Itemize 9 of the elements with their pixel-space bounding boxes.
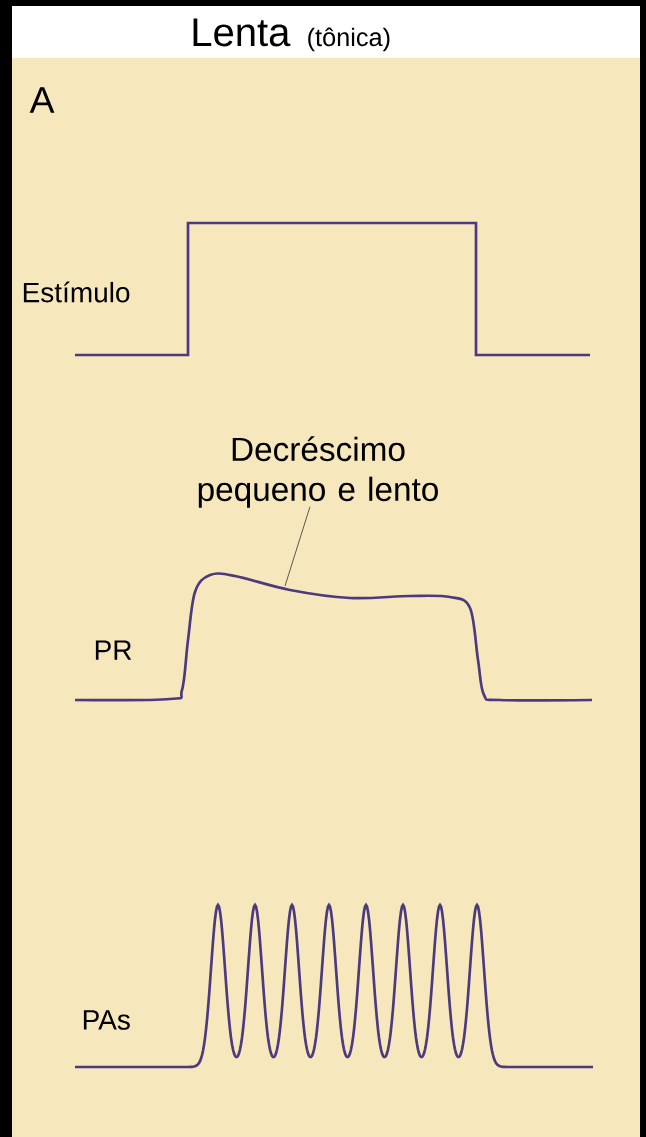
subtitle: (tônica) (308, 27, 390, 52)
receptor-potential-trace (75, 572, 593, 702)
leader-line (284, 506, 311, 587)
annotation-text: Decréscimo pequeno e lento (198, 436, 438, 508)
trace-label: PR (95, 640, 132, 660)
panel-letter: A (29, 87, 55, 113)
trace-label: PAs (83, 1010, 130, 1030)
title: Lenta (193, 18, 291, 47)
trace-label: Estímulo (23, 281, 130, 303)
